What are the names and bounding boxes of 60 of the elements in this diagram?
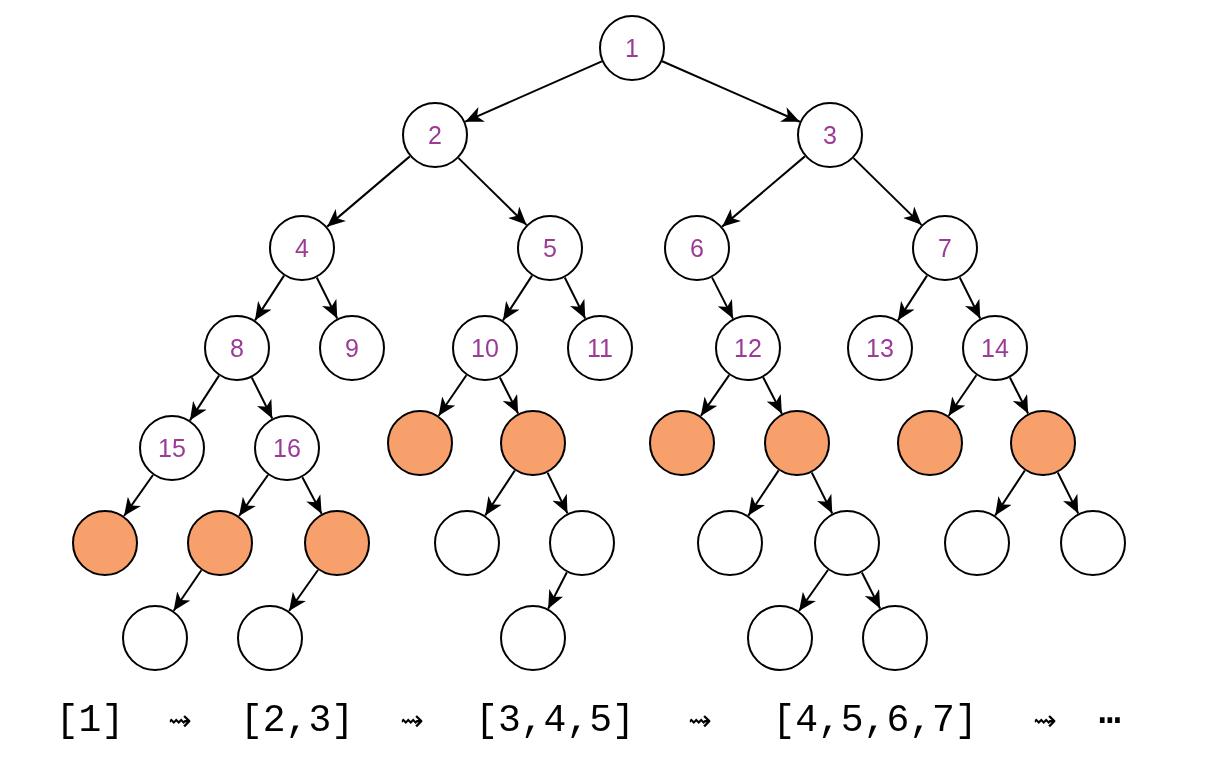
- squiggle-arrow-symbol: ⇝: [688, 703, 712, 737]
- arrow: [288, 568, 319, 613]
- arrow: [250, 376, 274, 420]
- arrow: [172, 569, 203, 612]
- list-label: [1]: [55, 698, 125, 742]
- tree-node: 11: [567, 315, 633, 381]
- arrow: [1056, 471, 1080, 515]
- arrow: [860, 571, 882, 610]
- tree-node: 2: [402, 102, 468, 168]
- arrow: [798, 568, 829, 613]
- arrow: [947, 374, 978, 417]
- arrow: [762, 376, 783, 415]
- arrow: [484, 469, 516, 517]
- arrow: [254, 274, 285, 322]
- tree-node: 1: [599, 15, 665, 81]
- arrow: [547, 571, 568, 610]
- arrow: [326, 155, 411, 228]
- list-label: ⋯: [1098, 699, 1122, 743]
- squiggle-arrow-symbol: ⇝: [168, 703, 192, 737]
- arrow: [699, 374, 731, 417]
- arrow: [810, 471, 834, 515]
- tree-node: 6: [664, 215, 730, 281]
- tree-node: 4: [269, 215, 335, 281]
- arrow: [437, 374, 468, 417]
- list-label: [4,5,6,7]: [772, 698, 978, 742]
- list-label: [2,3]: [240, 698, 354, 742]
- arrow: [852, 157, 923, 226]
- arrow: [301, 476, 323, 515]
- arrow: [238, 473, 269, 518]
- arrow: [123, 473, 154, 518]
- tree-node: 13: [847, 315, 913, 381]
- tree-node: 9: [319, 315, 385, 381]
- arrow: [1008, 376, 1030, 415]
- tree-node: 5: [517, 215, 583, 281]
- arrow: [464, 60, 603, 123]
- arrow: [502, 274, 533, 322]
- arrow: [721, 155, 806, 228]
- arrow: [315, 276, 339, 320]
- arrow: [661, 60, 801, 123]
- arrow: [711, 276, 734, 320]
- tree-node: 15: [139, 415, 205, 481]
- tree-node: 12: [715, 315, 781, 381]
- tree-node: 10: [452, 315, 518, 381]
- list-label: [3,4,5]: [475, 698, 635, 742]
- arrow: [994, 469, 1026, 517]
- tree-node: 14: [962, 315, 1028, 381]
- squiggle-arrow-symbol: ⇝: [400, 703, 424, 737]
- tree-node: 16: [254, 415, 320, 481]
- arrow: [546, 471, 569, 515]
- arrow: [498, 376, 520, 415]
- tree-node: 3: [797, 102, 863, 168]
- arrow: [457, 157, 528, 226]
- arrow: [747, 469, 780, 517]
- tree-node: 7: [912, 215, 978, 281]
- arrow: [563, 276, 587, 320]
- squiggle-arrow-symbol: ⇝: [1033, 703, 1057, 737]
- tree-node: 8: [204, 315, 270, 381]
- arrow: [897, 274, 928, 322]
- arrow: [958, 276, 982, 320]
- arrow: [189, 374, 220, 422]
